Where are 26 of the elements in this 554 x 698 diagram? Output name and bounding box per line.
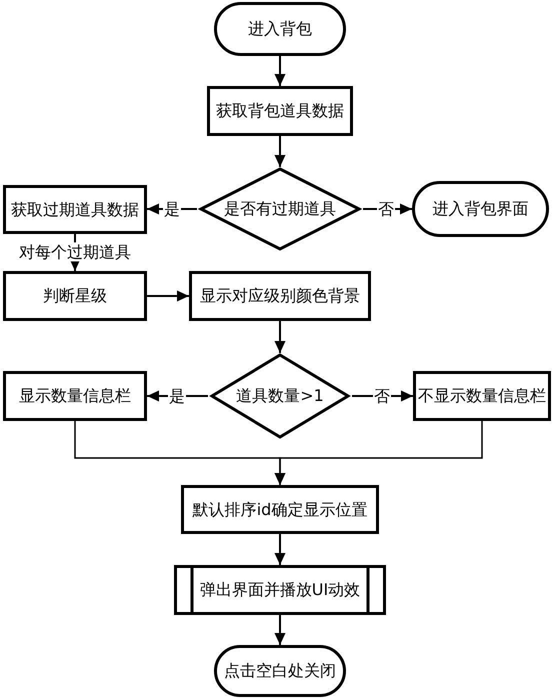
- process-box: 获取过期道具数据: [3, 185, 147, 234]
- arrow: [147, 290, 189, 302]
- arrow: [274, 421, 483, 485]
- process-box: 获取背包道具数据: [207, 86, 353, 136]
- terminal-box: 点击空白处关闭: [214, 645, 346, 697]
- process-box: 显示对应级别颜色背景: [189, 271, 371, 321]
- arrow: [352, 390, 413, 402]
- edge-label: 否: [373, 386, 391, 406]
- decision-diamond: 是否有过期道具: [197, 167, 363, 251]
- edge-label: 是: [168, 386, 186, 406]
- arrow: [274, 534, 286, 565]
- edge-label: 对每个过期道具: [18, 242, 132, 262]
- arrow: [274, 321, 286, 353]
- process-box: 默认排序id确定显示位置: [181, 485, 379, 534]
- terminal-box: 进入背包: [214, 2, 346, 56]
- arrow: [274, 136, 286, 167]
- edge-label: 是: [163, 199, 181, 219]
- subprocess-box: 弹出界面并播放UI动效: [174, 565, 386, 615]
- arrow: [274, 615, 286, 645]
- process-box: 显示数量信息栏: [3, 371, 147, 421]
- arrow: [274, 56, 286, 86]
- decision-diamond: 道具数量>1: [208, 353, 352, 439]
- terminal-box: 进入背包界面: [412, 181, 549, 237]
- process-box: 不显示数量信息栏: [413, 371, 551, 421]
- edge-label: 否: [377, 199, 395, 219]
- process-box: 判断星级: [3, 271, 147, 321]
